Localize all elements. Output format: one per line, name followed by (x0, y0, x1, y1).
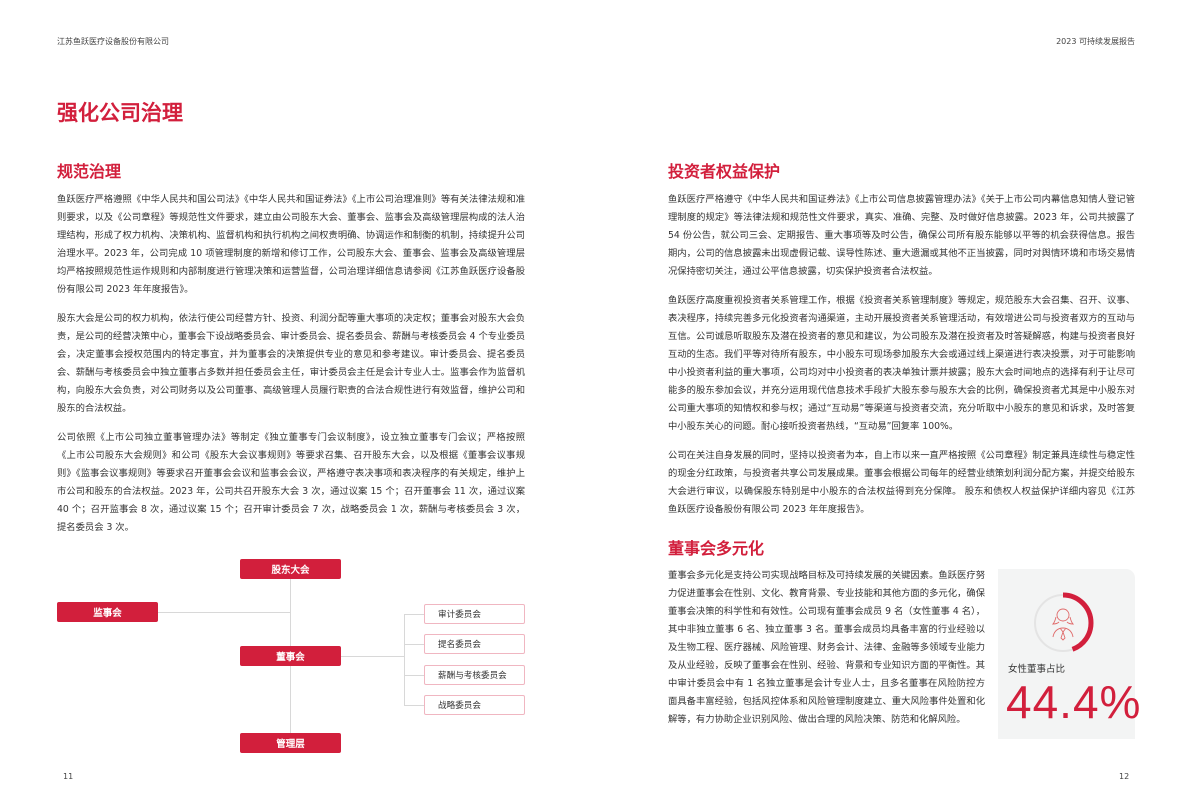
paragraph: 鱼跃医疗高度重视投资者关系管理工作，根据《投资者关系管理制度》等规定，规范股东大… (668, 295, 1135, 432)
progress-ring (1032, 592, 1094, 654)
paragraph: 鱼跃医疗严格遵照《中华人民共和国公司法》《中华人民共和国证券法》《上市公司治理准… (57, 194, 525, 295)
company-name: 江苏鱼跃医疗设备股份有限公司 (57, 37, 169, 46)
stat-label: 女性董事占比 (1008, 664, 1066, 675)
section-heading-governance: 规范治理 (57, 162, 122, 181)
connector (404, 614, 424, 615)
page-number-left: 11 (63, 772, 74, 781)
progress-arc (1032, 592, 1094, 654)
paragraph: 董事会多元化是支持公司实现战略目标及可持续发展的关键因素。鱼跃医疗努力促进董事会… (668, 570, 985, 725)
org-node-management: 管理层 (240, 733, 341, 753)
female-director-card: 女性董事占比 44.4% (998, 569, 1140, 739)
section-heading-investor: 投资者权益保护 (668, 162, 781, 181)
connector (404, 644, 424, 645)
connector (157, 612, 290, 613)
connector (341, 656, 404, 657)
org-node-supervisors: 监事会 (57, 602, 158, 622)
paragraph: 股东大会是公司的权力机构，依法行使公司经营方针、投资、利润分配等重大事项的决定权… (57, 313, 525, 414)
org-node-strategy-committee: 战略委员会 (424, 695, 525, 715)
org-node-shareholders: 股东大会 (240, 559, 341, 579)
org-node-nomination-committee: 提名委员会 (424, 634, 525, 654)
page-number-right: 12 (1119, 772, 1130, 781)
paragraph: 鱼跃医疗严格遵守《中华人民共和国证券法》《上市公司信息披露管理办法》《关于上市公… (668, 194, 1135, 277)
paragraph: 公司依照《上市公司独立董事管理办法》等制定《独立董事专门会议制度》，设立独立董事… (57, 432, 525, 533)
board-diversity-row: 董事会多元化是支持公司实现战略目标及可持续发展的关键因素。鱼跃医疗努力促进董事会… (668, 567, 1140, 739)
stat-value: 44.4% (1006, 676, 1142, 728)
right-column: 投资者权益保护 鱼跃医疗严格遵守《中华人民共和国证券法》《上市公司信息披露管理办… (668, 158, 1140, 739)
connector (404, 675, 424, 676)
org-node-remuneration-committee: 薪酬与考核委员会 (424, 665, 525, 685)
section-heading-board-diversity: 董事会多元化 (668, 539, 765, 558)
woman-icon (1051, 608, 1075, 641)
connector (404, 705, 424, 706)
left-column: 规范治理 鱼跃医疗严格遵照《中华人民共和国公司法》《中华人民共和国证券法》《上市… (57, 158, 525, 755)
paragraph: 公司在关注自身发展的同时，坚持以投资者为本，自上市以来一直严格按照《公司章程》制… (668, 450, 1135, 515)
report-title: 2023 可持续发展报告 (1056, 37, 1135, 46)
page-title: 强化公司治理 (57, 101, 183, 125)
org-chart: 股东大会 监事会 董事会 管理层 审计委员会 提名委员会 薪酬与考核委员会 战略… (57, 559, 525, 755)
org-node-board: 董事会 (240, 646, 341, 666)
connector (404, 614, 405, 706)
org-node-audit-committee: 审计委员会 (424, 604, 525, 624)
